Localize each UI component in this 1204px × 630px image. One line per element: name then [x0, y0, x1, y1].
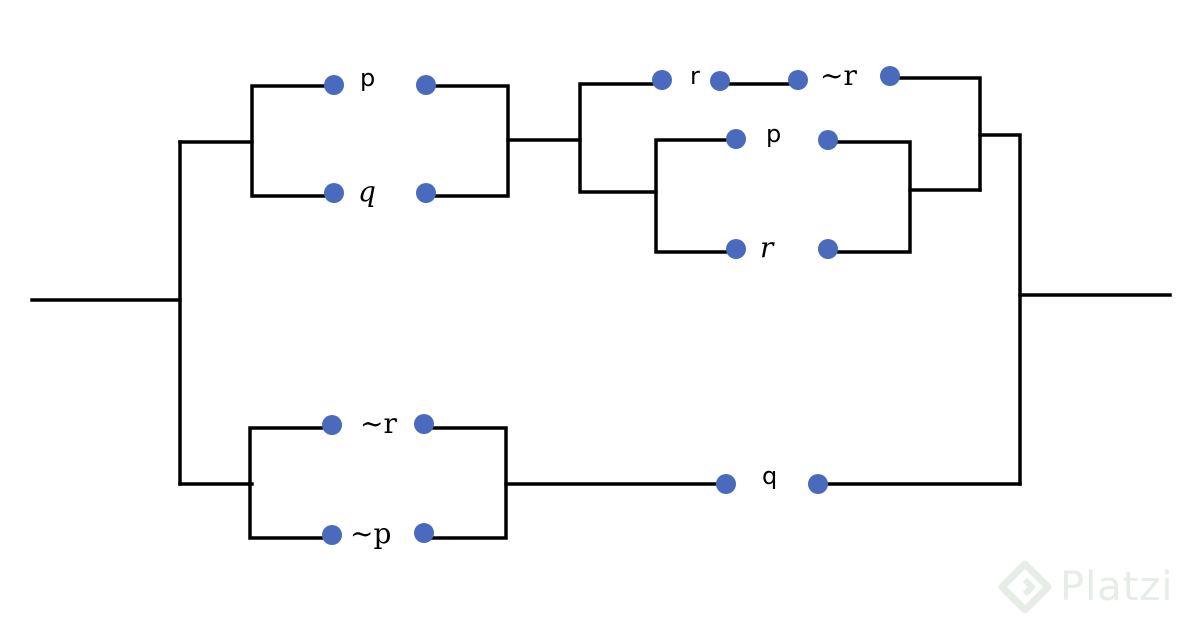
label-q-top: q — [358, 175, 376, 208]
label-q-bottom: q — [762, 462, 778, 490]
contact-inner-p-left — [726, 129, 746, 149]
label-p-inner: p — [766, 120, 782, 148]
contact-bottom-not-r-left — [322, 415, 342, 435]
label-p-top: p — [360, 64, 376, 92]
label-r-inner: r — [760, 231, 774, 264]
p-q-parallel-right — [424, 84, 510, 198]
label-not-p-bottom: ~p — [350, 517, 392, 550]
inner-parallel-right — [826, 140, 912, 254]
contact-inner-p-right — [818, 130, 838, 150]
p-q-parallel-left — [250, 84, 336, 198]
contact-r-right — [710, 71, 730, 91]
platzi-logo-icon — [998, 560, 1052, 614]
contact-bottom-not-r-right — [414, 414, 434, 434]
contact-inner-r-left — [726, 239, 746, 259]
bottom-parallel-right — [422, 426, 508, 540]
label-not-r-bottom: ~r — [360, 407, 397, 440]
label-r-top: r — [690, 62, 700, 90]
bottom-parallel-left — [248, 426, 334, 540]
platzi-watermark: Platzi — [996, 558, 1174, 616]
contact-bottom-q-left — [716, 474, 736, 494]
contact-q-right — [416, 183, 436, 203]
not-r-out-wire — [888, 76, 982, 192]
inner-parallel-left — [654, 138, 738, 254]
contact-bottom-q-right — [808, 474, 828, 494]
contact-bottom-not-p-right — [414, 523, 434, 543]
watermark-text: Platzi — [1060, 564, 1174, 610]
r-block-left-wire — [578, 82, 664, 194]
contact-r-left — [652, 70, 672, 90]
contact-bottom-not-p-left — [322, 525, 342, 545]
contact-not-r-right — [880, 66, 900, 86]
right-merge-wire — [978, 133, 1022, 486]
contact-not-r-left — [788, 70, 808, 90]
contact-p-left — [324, 75, 344, 95]
contact-q-left — [324, 183, 344, 203]
contact-inner-r-right — [818, 239, 838, 259]
label-not-r-top: ~r — [820, 59, 857, 92]
contact-p-right — [416, 75, 436, 95]
